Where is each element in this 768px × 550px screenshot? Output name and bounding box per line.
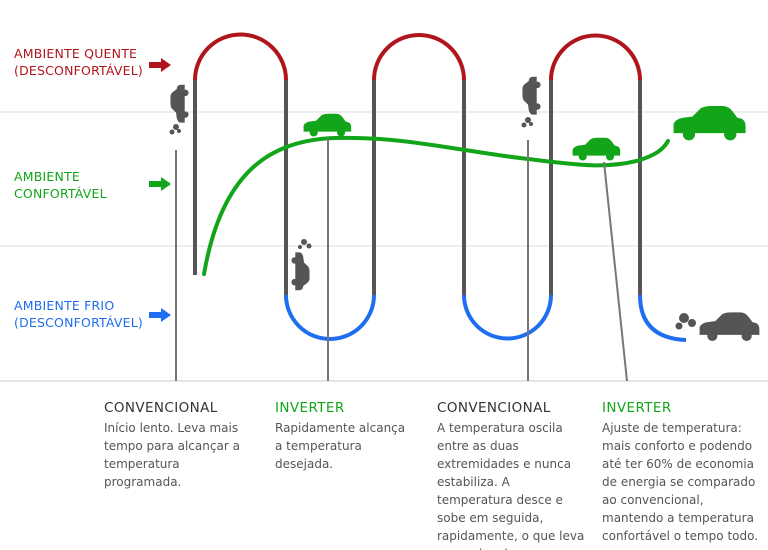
car-icon (303, 113, 352, 137)
zone-label-cold: AMBIENTE FRIO (DESCONFORTÁVEL) (14, 297, 143, 331)
zone-cold-line2: (DESCONFORTÁVEL) (14, 315, 143, 330)
description-text: Ajuste de temperatura: mais conforto e p… (602, 421, 759, 543)
conventional-track (193, 80, 642, 295)
description-inverter-savings: INVERTER Ajuste de temperatura: mais con… (602, 399, 762, 545)
description-title: CONVENCIONAL (437, 400, 551, 416)
car-icon (673, 105, 746, 141)
zone-cold-line1: AMBIENTE FRIO (14, 298, 115, 313)
pointer-lines (175, 138, 628, 382)
zone-label-comfortable: AMBIENTE CONFORTÁVEL (14, 168, 107, 202)
description-conventional-oscillation: CONVENCIONAL A temperatura oscila entre … (437, 399, 587, 550)
description-title: CONVENCIONAL (104, 400, 218, 416)
car-icon (522, 76, 541, 115)
zone-comfortable-line1: AMBIENTE (14, 169, 80, 184)
arrow-right-icon (149, 308, 171, 322)
exhaust-smoke-icon (298, 239, 312, 249)
car-icon (699, 312, 760, 341)
zone-hot-line2: (DESCONFORTÁVEL) (14, 63, 143, 78)
cold-troughs (284, 294, 687, 342)
exhaust-smoke-icon (169, 124, 181, 135)
hot-peaks (193, 32, 642, 81)
car-icon (291, 252, 310, 291)
description-title: INVERTER (275, 400, 345, 416)
inverter-curve (202, 135, 670, 276)
description-conventional-start: CONVENCIONAL Início lento. Leva mais tem… (104, 399, 254, 491)
description-inverter-fast: INVERTER Rapidamente alcança a temperatu… (275, 399, 415, 473)
description-text: Rapidamente alcança a temperatura deseja… (275, 421, 406, 471)
exhaust-smoke-icon (675, 313, 696, 330)
zone-comfortable-line2: CONFORTÁVEL (14, 186, 107, 201)
description-text: Início lento. Leva mais tempo para alcan… (104, 421, 240, 489)
description-title: INVERTER (602, 400, 672, 416)
car-icon (572, 137, 621, 161)
description-text: A temperatura oscila entre as duas extre… (437, 421, 585, 550)
zone-hot-line1: AMBIENTE QUENTE (14, 46, 138, 61)
arrow-right-icon (149, 177, 171, 191)
arrow-right-icon (149, 58, 171, 72)
exhaust-smoke-icon (521, 117, 533, 128)
zone-label-hot: AMBIENTE QUENTE (DESCONFORTÁVEL) (14, 45, 143, 79)
car-icon (170, 84, 189, 123)
